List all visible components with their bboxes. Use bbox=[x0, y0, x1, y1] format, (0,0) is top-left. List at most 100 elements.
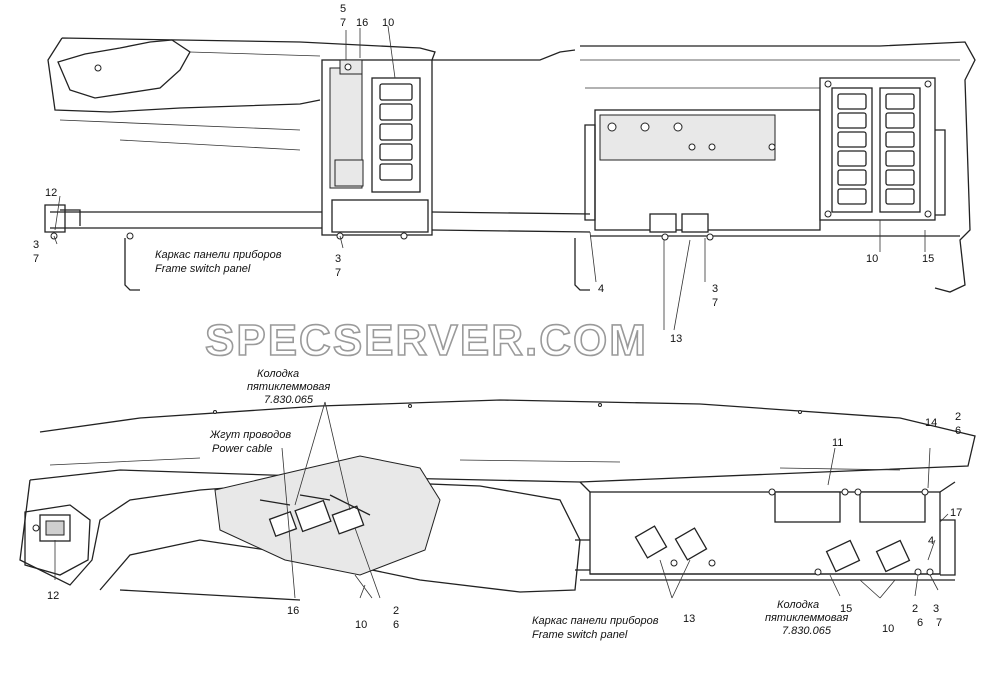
callout-3: 3 bbox=[33, 239, 39, 251]
callout-11: 11 bbox=[832, 437, 843, 449]
dashboard-groove bbox=[49, 457, 901, 471]
switch bbox=[837, 188, 867, 205]
frame-label-ru: Каркас панели приборов bbox=[155, 249, 282, 261]
watermark: SPECSERVER.COM bbox=[205, 316, 648, 365]
switch bbox=[379, 123, 413, 141]
callout-6: 6 bbox=[393, 619, 399, 631]
callout-13: 13 bbox=[670, 333, 682, 345]
connector-block bbox=[334, 159, 364, 187]
callout-6: 6 bbox=[955, 425, 961, 437]
switch bbox=[379, 83, 413, 101]
callout-14: 14 bbox=[925, 417, 937, 429]
panel-side-bracket bbox=[584, 124, 596, 221]
dashboard-outline-bottom bbox=[29, 399, 976, 483]
connector-plug bbox=[294, 499, 332, 533]
callout-15: 15 bbox=[840, 603, 852, 615]
bolt bbox=[814, 568, 822, 576]
switch bbox=[885, 169, 915, 186]
callout-13: 13 bbox=[683, 613, 695, 625]
frame-bar bbox=[50, 211, 960, 237]
callout-17: 17 bbox=[950, 507, 962, 519]
connector-title-1: Колодка bbox=[257, 368, 299, 380]
frame-leg bbox=[574, 238, 590, 291]
callout-16: 16 bbox=[356, 17, 368, 29]
bottom-view: Колодка пятиклеммовая 7.830.065 Жгут про… bbox=[19, 368, 976, 641]
connector-plug bbox=[875, 539, 911, 573]
callout-10: 10 bbox=[882, 623, 894, 635]
callout-2: 2 bbox=[912, 603, 918, 615]
fuse-box bbox=[859, 491, 926, 523]
screw bbox=[924, 80, 932, 88]
connector-plug bbox=[268, 510, 298, 538]
connector-plug bbox=[331, 505, 365, 535]
bolt bbox=[708, 559, 716, 567]
bolt bbox=[670, 559, 678, 567]
callout-7: 7 bbox=[340, 17, 346, 29]
connector-plug bbox=[825, 539, 861, 573]
bolt bbox=[841, 488, 849, 496]
connector-part: 7.830.065 bbox=[264, 394, 314, 406]
right-side-bracket bbox=[935, 129, 946, 216]
fuse-box bbox=[774, 491, 841, 523]
screw bbox=[924, 210, 932, 218]
connector-title-2: пятиклеммовая bbox=[247, 381, 330, 393]
screw bbox=[673, 122, 683, 132]
rivet bbox=[408, 404, 412, 408]
wire-harness bbox=[259, 494, 371, 516]
screw bbox=[32, 524, 40, 532]
bolt bbox=[126, 232, 134, 240]
dashboard-outline-top-right bbox=[580, 41, 976, 293]
relay-face bbox=[45, 520, 65, 536]
switch bbox=[837, 131, 867, 148]
harness-label-ru: Жгут проводов bbox=[209, 429, 291, 441]
switch-stack bbox=[379, 83, 413, 181]
bolt-hole bbox=[94, 64, 102, 72]
switch bbox=[885, 150, 915, 167]
bolt bbox=[706, 233, 714, 241]
callout-7: 7 bbox=[936, 617, 942, 629]
callout-7: 7 bbox=[335, 267, 341, 279]
callout-6: 6 bbox=[917, 617, 923, 629]
bracket-right bbox=[940, 519, 956, 576]
left-part bbox=[24, 504, 91, 576]
panel-plate bbox=[599, 114, 776, 161]
callout-10: 10 bbox=[866, 253, 878, 265]
switch bbox=[379, 143, 413, 161]
leader-lines-bottom bbox=[54, 401, 949, 599]
switch-grid-right bbox=[831, 87, 921, 213]
dashboard-edge-right bbox=[580, 59, 960, 89]
screw bbox=[688, 143, 696, 151]
frame-label-en: Frame switch panel bbox=[532, 629, 628, 641]
dashboard-outline-top-left bbox=[47, 37, 576, 113]
bracket-left bbox=[575, 539, 590, 571]
top-view: 5 7 16 10 12 3 7 3 7 Каркас панели прибо… bbox=[33, 3, 976, 345]
switch bbox=[885, 131, 915, 148]
callout-2: 2 bbox=[955, 411, 961, 423]
rivet bbox=[598, 403, 602, 407]
rivet bbox=[213, 410, 217, 414]
connector-title-2: пятиклеммовая bbox=[765, 612, 848, 624]
bolt bbox=[400, 232, 408, 240]
five-pin-connector bbox=[674, 527, 708, 561]
five-pin-connector bbox=[634, 525, 668, 559]
left-block-base bbox=[331, 199, 429, 233]
frame-leg bbox=[124, 238, 140, 291]
callout-12: 12 bbox=[47, 590, 59, 602]
switch bbox=[837, 150, 867, 167]
callout-3: 3 bbox=[335, 253, 341, 265]
bolt bbox=[926, 568, 934, 576]
bolt bbox=[921, 488, 929, 496]
callout-12: 12 bbox=[45, 187, 57, 199]
five-pin-connector bbox=[681, 213, 709, 233]
bolt bbox=[768, 488, 776, 496]
screw bbox=[824, 80, 832, 88]
callout-5: 5 bbox=[340, 3, 346, 15]
screw bbox=[824, 210, 832, 218]
rivet bbox=[798, 410, 802, 414]
screw bbox=[708, 143, 716, 151]
switch bbox=[885, 93, 915, 110]
callout-15: 15 bbox=[922, 253, 934, 265]
bolt bbox=[914, 568, 922, 576]
